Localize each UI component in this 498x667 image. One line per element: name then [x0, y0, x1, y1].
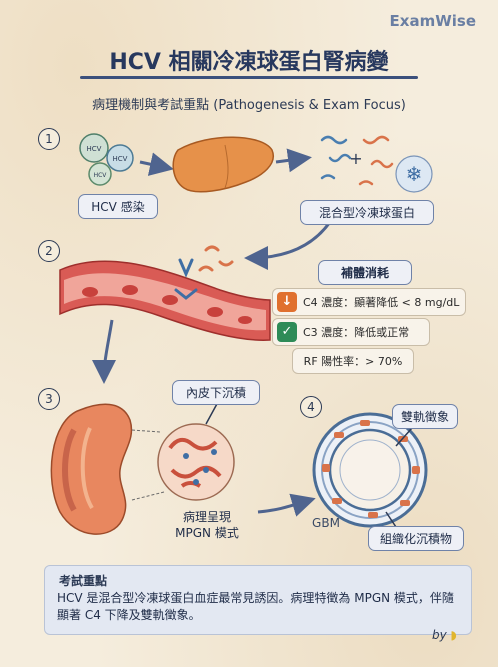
- organized-deposit-label: 組織化沉積物: [368, 526, 464, 551]
- exam-focus-text: HCV 是混合型冷凍球蛋白血症最常見誘因。病理特徵為 MPGN 模式，伴隨顯著 …: [57, 591, 454, 622]
- page-subtitle: 病理機制與考試重點 (Pathogenesis & Exam Focus): [92, 98, 406, 113]
- organized-deposit-icon: [322, 420, 420, 518]
- virus-label-3: HCV: [94, 172, 108, 179]
- gbm-label: GBM: [312, 516, 340, 530]
- byline: by ◗: [432, 628, 457, 642]
- c3-level-row: ✓ C3 濃度：降低或正常: [272, 318, 430, 346]
- blood-vessel-icon: [59, 260, 271, 341]
- snowflake-glyph: ❄: [406, 162, 423, 186]
- page-title: HCV 相關冷凍球蛋白腎病變: [109, 50, 389, 75]
- c4-level-text: C4 濃度：顯著降低 < 8 mg/dL: [303, 296, 460, 309]
- snowflake-icon: [395, 155, 433, 193]
- cryoglobulin-protein-icon: [320, 135, 394, 186]
- rf-positive-text: RF 陽性率：> 70%: [303, 355, 403, 368]
- down-arrow-icon: ↓: [277, 292, 297, 312]
- byline-text: by: [432, 628, 447, 642]
- cryoglobulin-label: 混合型冷凍球蛋白: [300, 200, 434, 225]
- banana-icon: ◗: [450, 628, 457, 642]
- mpgn-caption-line1: 病理呈現: [182, 510, 231, 524]
- exam-focus-box: 考試重點 HCV 是混合型冷凍球蛋白血症最常見誘因。病理特徵為 MPGN 模式，…: [44, 565, 472, 635]
- arrow-liver-to-cryo: [275, 148, 312, 173]
- plus-icon: +: [349, 149, 362, 168]
- brand-logo: ExamWise: [389, 12, 476, 30]
- complement-consumption-label: 補體消耗: [318, 260, 412, 285]
- hcv-virus-icon: HCV HCV HCV: [79, 133, 134, 186]
- glomerulus-icon: [157, 423, 235, 501]
- arrow-cryo-to-vessel: [244, 221, 332, 270]
- subendothelial-deposit-label: 內皮下沉積: [172, 380, 260, 405]
- virus-label-2: HCV: [113, 155, 128, 163]
- step-3-badge: 3: [38, 388, 60, 410]
- exam-focus-title: 考試重點: [59, 574, 108, 588]
- immune-complex-icon: [174, 245, 234, 300]
- arrow-vessel-to-kidney: [92, 319, 117, 384]
- step-1-badge: 1: [38, 128, 60, 150]
- infection-label: HCV 感染: [78, 194, 158, 219]
- title-underline: [80, 76, 418, 79]
- step-4-badge: 4: [300, 396, 322, 418]
- c3-level-text: C3 濃度：降低或正常: [303, 326, 410, 339]
- tram-track-label: 雙軌徵象: [392, 404, 458, 429]
- liver-icon: [172, 136, 275, 193]
- kidney-icon: [50, 403, 133, 535]
- c4-level-row: ↓ C4 濃度：顯著降低 < 8 mg/dL: [272, 288, 466, 316]
- rf-positive-row: RF 陽性率：> 70%: [292, 348, 414, 374]
- mpgn-caption-line2: MPGN 模式: [175, 526, 239, 540]
- virus-label-1: HCV: [87, 145, 102, 153]
- arrow-kidney-to-tramtrack: [257, 493, 316, 517]
- pathogenesis-diagram: HCV HCV HCV + ❄: [50, 133, 433, 535]
- step-2-badge: 2: [38, 240, 60, 262]
- arrow-virus-to-liver: [139, 152, 174, 176]
- check-icon: ✓: [277, 322, 297, 342]
